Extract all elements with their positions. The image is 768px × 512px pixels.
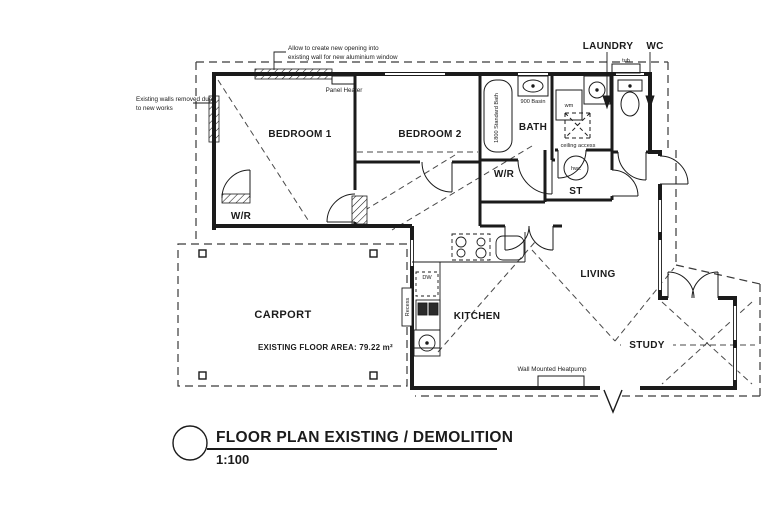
heating-fixtures (331, 75, 585, 388)
interior-walls (353, 74, 650, 228)
oven-dial (418, 334, 436, 352)
room-label-store: ST (569, 186, 582, 197)
windows (385, 71, 738, 380)
room-label-bath: BATH (519, 122, 547, 133)
kitchen-fixtures (401, 232, 526, 357)
laundry-tub-bowl (588, 81, 606, 99)
carport-posts (198, 249, 378, 380)
laundry-wc-fixtures (555, 63, 643, 121)
title-block: FLOOR PLAN EXISTING / DEMOLITION 1:100 (172, 425, 513, 467)
demolition-dash-lines (217, 79, 755, 385)
note-opening-line2: existing wall for new aluminium window (288, 54, 398, 61)
fridge (495, 235, 525, 261)
label-basin: 900 Basin (521, 99, 546, 105)
bath-fixtures (483, 75, 549, 153)
label-hwc: hwc (571, 166, 581, 172)
door-wc (617, 151, 647, 181)
door-store (611, 169, 639, 197)
door-hall-double-left (504, 225, 530, 251)
label-panel-heater: Panel Heater (326, 87, 363, 94)
room-label-wardrobe-bed1: W/R (231, 211, 252, 222)
note-opening-line1: Allow to create new opening into (288, 45, 379, 52)
hwc-cylinder (563, 155, 589, 181)
title-bubble (172, 425, 208, 461)
door-bath (517, 159, 553, 195)
label-recess: Recess (405, 297, 411, 316)
panel-heater-box (331, 75, 357, 85)
label-laundry-tub: tub (622, 58, 630, 64)
shelf-box (611, 63, 641, 74)
label-carport-area: EXISTING FLOOR AREA: 79.22 m² (258, 343, 393, 352)
entry-door-marker (603, 389, 623, 414)
door-laundry (557, 149, 587, 179)
door-hall-double-right (528, 225, 554, 251)
door-swings (221, 149, 719, 414)
toilet-cistern (617, 79, 643, 92)
room-label-kitchen: KITCHEN (454, 311, 501, 322)
hatch-wardrobe-wall (221, 193, 251, 204)
bathtub (483, 79, 513, 153)
burner (455, 236, 467, 248)
basin-bowl (522, 79, 544, 93)
note-walls-removed-line2: to new works (136, 105, 173, 112)
drawing-title: FLOOR PLAN EXISTING / DEMOLITION (216, 429, 513, 446)
exterior-walls (212, 72, 737, 390)
door-wardrobe-bed1 (221, 169, 251, 199)
note-walls-removed-line1: Existing walls removed due (136, 96, 213, 103)
room-label-bedroom2: BEDROOM 2 (398, 129, 461, 140)
room-label-wc: WC (646, 41, 663, 52)
door-back-entry (659, 155, 689, 185)
washing-machine-box (555, 89, 583, 121)
door-french-right (691, 271, 719, 299)
room-label-carport: CARPORT (254, 309, 311, 321)
door-french-left (667, 271, 695, 299)
recess-box (401, 287, 413, 327)
hatch-hall-wall (351, 195, 368, 225)
heatpump-box (537, 375, 585, 388)
arrowhead-laundry (602, 95, 612, 110)
kitchen-counter (412, 232, 526, 349)
label-dishwasher: DW (422, 275, 432, 281)
room-label-wardrobe-hall: W/R (494, 169, 515, 180)
laundry-tub-box (583, 75, 611, 105)
burner (475, 247, 487, 259)
label-ceiling-access: ceiling access (561, 143, 596, 149)
store-fixtures (563, 112, 591, 181)
room-label-study: STUDY (629, 340, 664, 351)
label-washing-machine: wm (564, 103, 574, 109)
ceiling-access-box (564, 112, 591, 139)
label-heatpump: Wall Mounted Heatpump (517, 366, 587, 373)
leader-opening-note (273, 51, 286, 70)
leader-lines (193, 51, 655, 110)
sink-bowl (417, 302, 428, 316)
door-bedroom1 (326, 193, 356, 223)
room-label-laundry: LAUNDRY (583, 41, 634, 52)
under-bench-oven (413, 329, 441, 357)
stove-outline (451, 233, 491, 261)
dishwasher-box (415, 271, 439, 297)
room-label-bedroom1: BEDROOM 1 (268, 129, 331, 140)
sink-bowl (428, 302, 439, 316)
study-label-bg (621, 336, 673, 350)
basin-counter (517, 75, 549, 97)
drawing-scale: 1:100 (216, 452, 249, 467)
door-bedroom2 (421, 161, 453, 193)
label-bathtub: 1800 Standard Bath (494, 93, 500, 143)
burner (456, 248, 466, 258)
room-label-living: LIVING (580, 269, 615, 280)
toilet-bowl (620, 91, 640, 117)
burner (476, 237, 486, 247)
arrowhead-wc (645, 95, 655, 110)
